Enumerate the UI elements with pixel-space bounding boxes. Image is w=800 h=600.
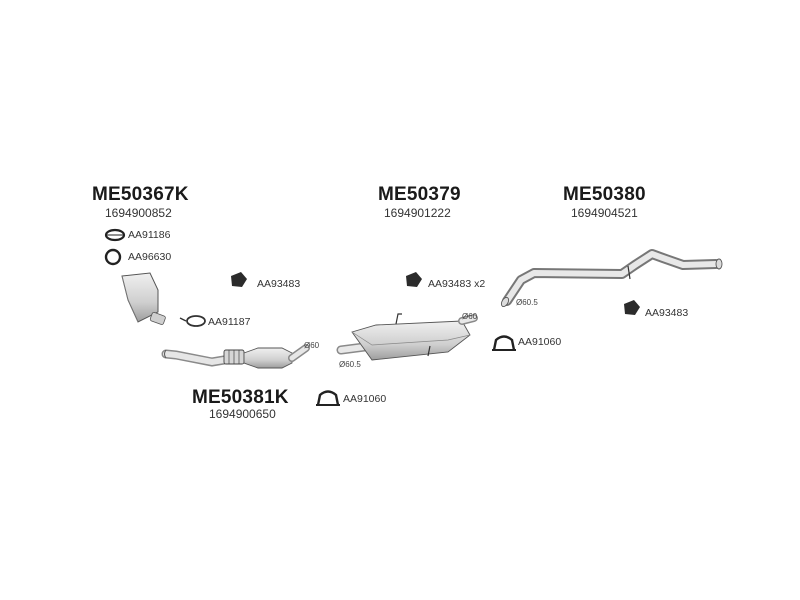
rubber-mount-icon xyxy=(231,272,247,287)
rubber-mount-icon xyxy=(406,272,422,287)
gasket-ring-icon xyxy=(104,248,122,266)
part-label-mount-2: AA93483 x2 xyxy=(428,278,486,290)
group-title-me50379: ME50379 xyxy=(378,184,461,205)
clamp-small-icon xyxy=(104,228,126,242)
part-label-mount-1: AA93483 xyxy=(257,278,301,290)
rubber-mount-icon xyxy=(624,300,640,315)
part-label-mount-3: AA93483 xyxy=(645,307,689,319)
dimension-label: Ø60.5 xyxy=(339,360,361,369)
u-clamp-icon xyxy=(316,390,340,406)
oem-number-me50367k: 1694900852 xyxy=(105,206,172,220)
part-label-u-clamp-1: AA91060 xyxy=(518,336,562,348)
dimension-label: Ø60.5 xyxy=(516,298,538,307)
group-title-me50381k: ME50381K xyxy=(192,387,289,408)
part-label-clamp-band: AA91187 xyxy=(208,316,251,328)
group-title-me50367k: ME50367K xyxy=(92,184,189,205)
front-pipe-catalyst-icon xyxy=(161,344,310,369)
middle-silencer-icon xyxy=(336,313,478,361)
oem-number-me50379: 1694901222 xyxy=(384,206,451,220)
oem-number-me50380: 1694904521 xyxy=(571,206,638,220)
part-label-clamp-small: AA91186 xyxy=(128,229,171,241)
clamp-band-icon xyxy=(179,315,206,327)
group-title-me50380: ME50380 xyxy=(563,184,646,205)
particulate-filter-icon xyxy=(121,272,166,325)
u-clamp-icon xyxy=(492,335,516,351)
part-label-gasket-ring: AA96630 xyxy=(128,251,172,263)
rear-pipe-icon xyxy=(500,249,723,308)
dimension-label: Ø60 xyxy=(304,341,320,350)
dimension-label: Ø60 xyxy=(462,312,478,321)
oem-number-me50381k: 1694900650 xyxy=(209,407,276,421)
part-label-u-clamp-2: AA91060 xyxy=(343,393,387,405)
